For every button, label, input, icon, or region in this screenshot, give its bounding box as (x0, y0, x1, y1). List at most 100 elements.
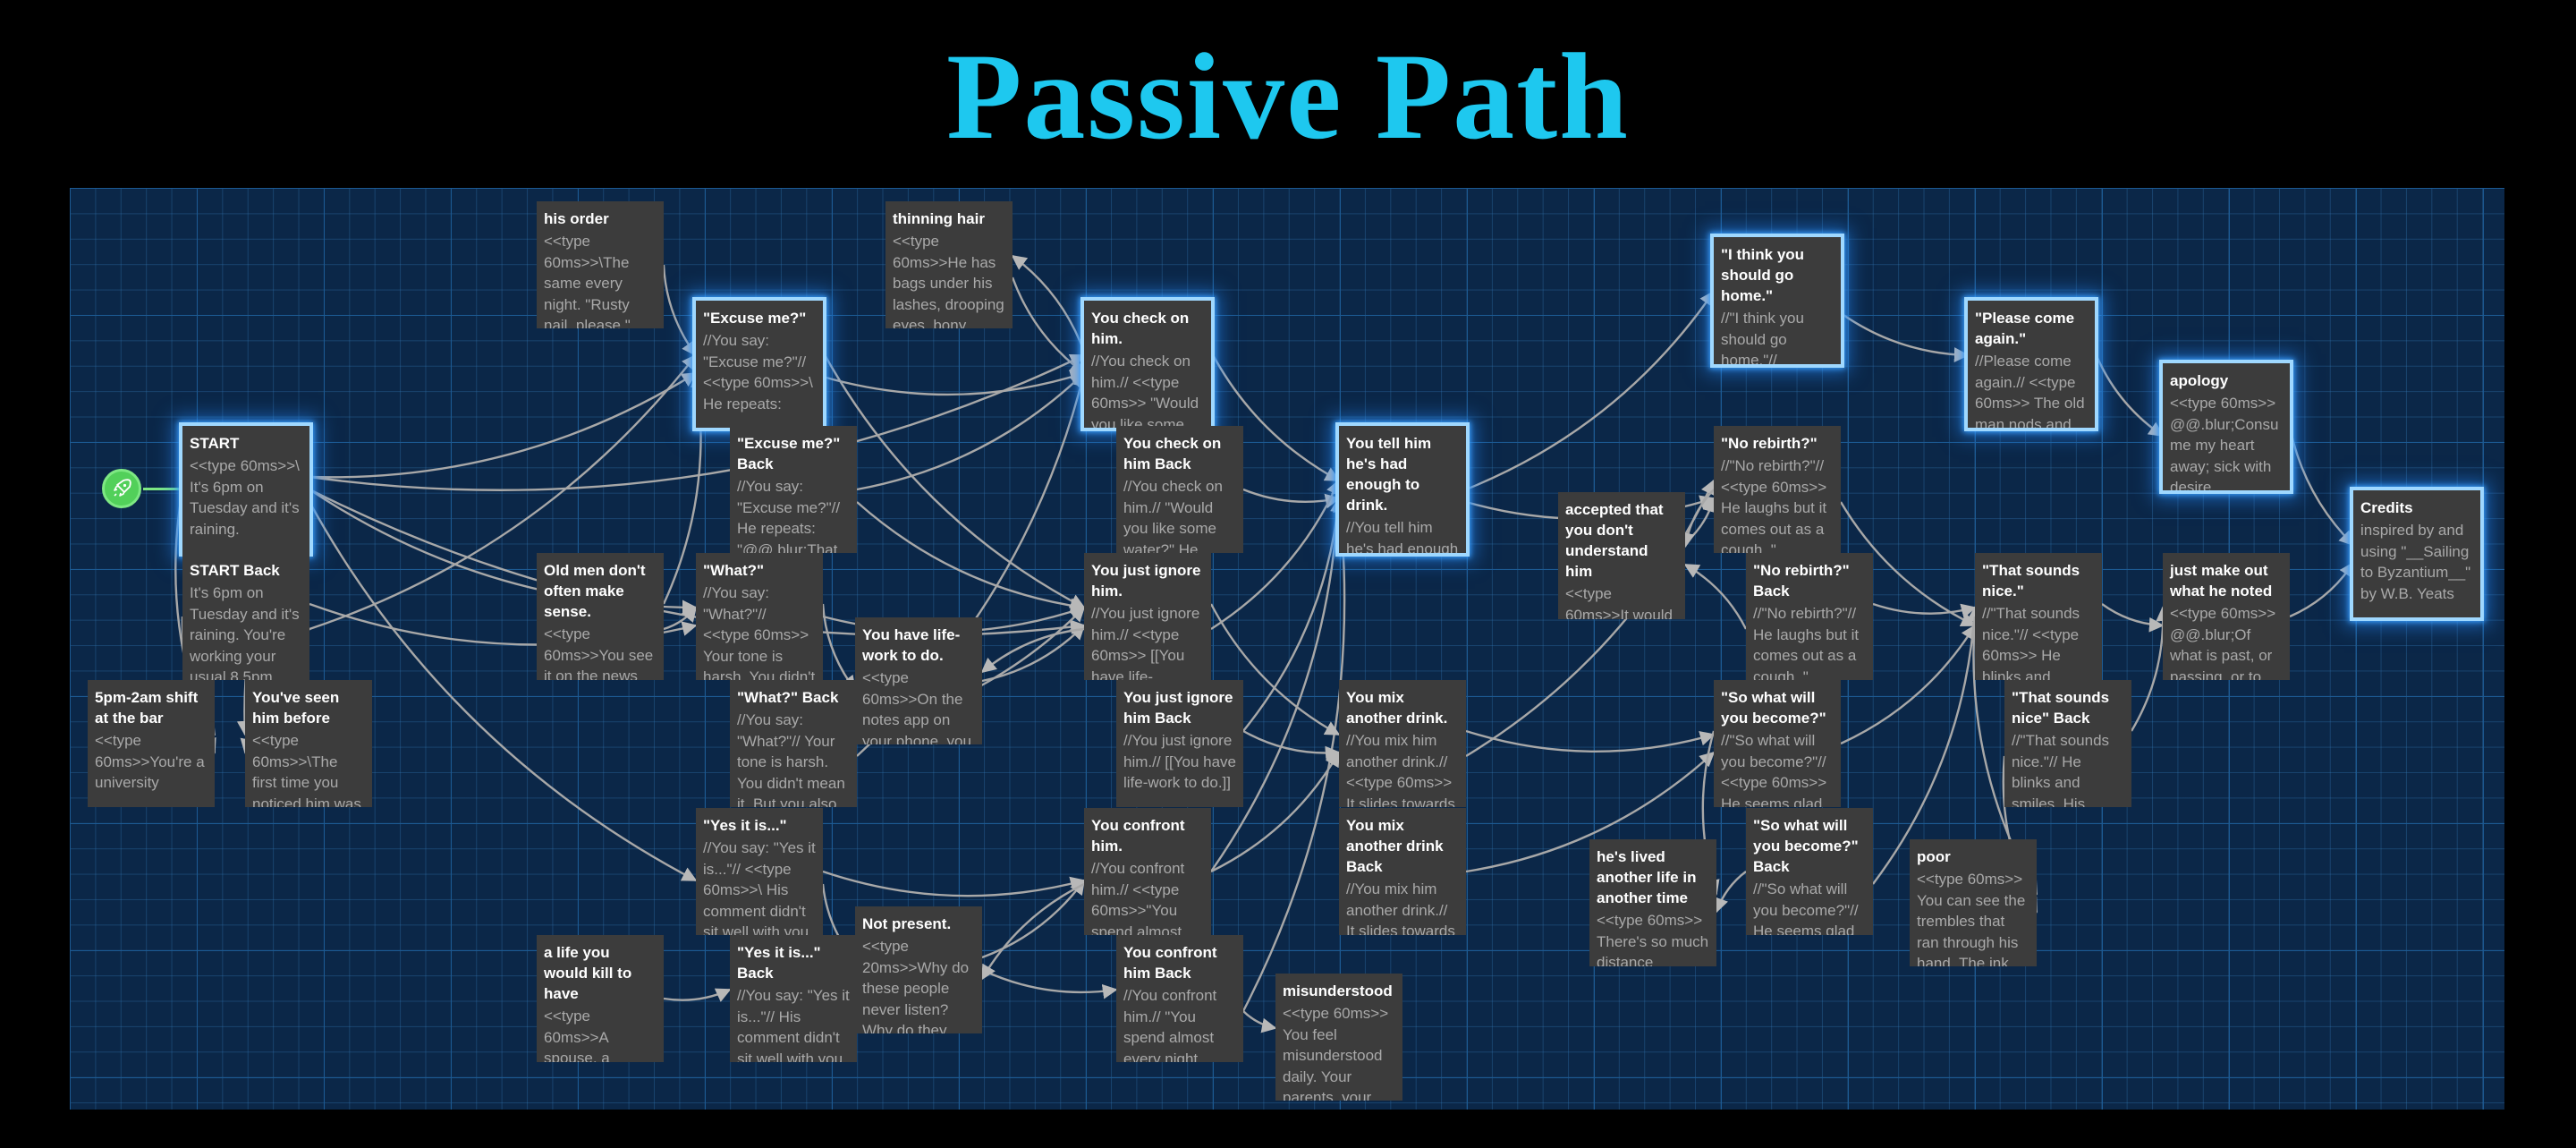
link-life-kill-to-yes-it-is-back (663, 988, 732, 1002)
passage-excerpt: <<type 60ms>>\The same every night. "Rus… (544, 233, 631, 328)
passage-links (174, 254, 2355, 1033)
link-confront-back-to-tell-him (1241, 497, 1348, 1012)
passage-excerpt: <<type 60ms>>It would help if they all (1565, 585, 1674, 619)
passage-excerpt: //You mix him another drink.// It slides… (1346, 880, 1455, 935)
passage-confront-back[interactable]: You confront him Back //You confront him.… (1116, 935, 1243, 1062)
passage-life-kill[interactable]: a life you would kill to have<<type 60ms… (537, 935, 664, 1062)
passage-title: You confront him Back (1123, 944, 1217, 982)
passage-title: "I think you should go home." (1721, 246, 1805, 304)
link-not-present-to-confront (981, 879, 1085, 959)
link-check-on-back-to-tell-him (1242, 488, 1341, 509)
passage-title: You just ignore him. (1091, 562, 1201, 600)
passage-not-present[interactable]: Not present.<<type 20ms>>Why do these pe… (855, 906, 982, 1033)
passage-poor[interactable]: poor<<type 60ms>> You can see the trembl… (1910, 839, 2037, 966)
passage-sounds-nice[interactable]: "That sounds nice."//"That sounds nice."… (1975, 553, 2102, 680)
passage-excuse-me[interactable]: "Excuse me?" //You say: "Excuse me?"// <<… (692, 297, 826, 431)
passage-apology[interactable]: apology<<type 60ms>> @@.blur;Consume my … (2159, 360, 2293, 494)
link-ignore-back-to-tell-him (1242, 497, 1345, 732)
link-ignore-back-to-mix-another (1242, 729, 1341, 761)
passage-lived-another[interactable]: he's lived another life in another time<… (1589, 839, 1716, 966)
passage-thinning-hair[interactable]: thinning hair<<type 60ms>>He has bags un… (886, 201, 1013, 328)
passage-title: 5pm-2am shift at the bar (95, 689, 199, 727)
passage-what-back[interactable]: "What?" Back//You say: "What?"// Your to… (730, 680, 857, 807)
passage-excerpt: //You confront him.// <<type 60ms>>"You … (1091, 860, 1185, 935)
passage-excerpt: //"I think you should go home."// (1721, 310, 1804, 364)
link-excuse-me-to-check-on (822, 370, 1086, 396)
passage-his-order[interactable]: his order<<type 60ms>>\The same every ni… (537, 201, 664, 328)
passage-start[interactable]: START<<type 60ms>>\ It's 6pm on Tuesday … (179, 422, 313, 557)
passage-title: "No rebirth?" Back (1753, 562, 1850, 600)
passage-title: poor (1917, 848, 1951, 865)
passage-title: You just ignore him Back (1123, 689, 1233, 727)
passage-make-out[interactable]: just make out what he noted<<type 60ms>>… (2163, 553, 2290, 680)
passage-excerpt: //"That sounds nice."// <<type 60ms>> He… (1982, 605, 2080, 680)
link-his-order-to-excuse-me (662, 264, 697, 357)
passage-title: misunderstood (1283, 982, 1393, 999)
passage-check-on[interactable]: You check on him.//You check on him.// <… (1080, 297, 1215, 431)
passage-title: "That sounds nice" Back (2012, 689, 2110, 727)
link-so-what-back-to-lived-another (1714, 871, 1747, 914)
passage-excerpt: <<type 60ms>> @@.blur;Consume my heart a… (2170, 395, 2279, 490)
passage-title: "Yes it is..." Back (737, 944, 821, 982)
passage-excuse-me-back[interactable]: "Excuse me?" Back//You say: "Excuse me?"… (730, 426, 857, 553)
link-start-back-to-excuse-me (309, 353, 698, 631)
start-connector (143, 488, 182, 490)
passage-old-men[interactable]: Old men don't often make sense.<<type 60… (537, 553, 664, 680)
link-yes-it-is-to-confront (822, 870, 1086, 897)
link-go-home-to-please-come (1840, 312, 1970, 362)
passage-title: "Excuse me?" (703, 310, 807, 327)
passage-sounds-nice-back[interactable]: "That sounds nice" Back//"That sounds ni… (2004, 680, 2131, 807)
passage-what[interactable]: "What?"//You say: "What?"// <<type 60ms>… (696, 553, 823, 680)
passage-title: You have life-work to do. (862, 626, 961, 664)
passage-title: You mix another drink. (1346, 689, 1448, 727)
passage-please-come[interactable]: "Please come again."//Please come again.… (1964, 297, 2098, 431)
link-excuse-me-to-ignore (821, 351, 1086, 609)
passage-accepted[interactable]: accepted that you don't understand him<<… (1558, 492, 1685, 619)
link-ignore-to-life-work (980, 627, 1085, 674)
passage-excerpt: inspired by and using "__Sailing to Byza… (2360, 522, 2471, 602)
passage-confront[interactable]: You confront him.//You confront him.// <… (1084, 808, 1211, 935)
passage-excerpt: <<type 60ms>>You're a university (95, 732, 205, 791)
passage-life-work[interactable]: You have life-work to do.<<type 60ms>>On… (855, 617, 982, 744)
passage-excerpt: //You say: "Excuse me?"// <<type 60ms>>\… (703, 332, 813, 412)
passage-title: "So what will you become?" (1721, 689, 1826, 727)
passage-credits[interactable]: Credits inspired by and using "__Sailing … (2350, 487, 2484, 621)
passage-misunderstood[interactable]: misunderstood <<type 60ms>> You feel misu… (1275, 974, 1402, 1101)
passage-excerpt: //You confront him.// "You spend almost … (1123, 987, 1217, 1062)
link-confront-to-mix-another (1210, 751, 1341, 873)
passage-go-home[interactable]: "I think you should go home." //"I think … (1710, 234, 1844, 368)
passage-excerpt: //You say: "What?"// Your tone is harsh.… (737, 711, 845, 807)
passage-title: START (190, 435, 240, 452)
passage-so-what[interactable]: "So what will you become?"//"So what wil… (1714, 680, 1841, 807)
passage-mix-another-back[interactable]: You mix another drink Back//You mix him … (1339, 808, 1466, 935)
link-so-what-to-sounds-nice (1840, 624, 1977, 745)
passage-title: "No rebirth?" (1721, 435, 1818, 452)
passage-title: You check on him. (1091, 310, 1190, 347)
passage-excerpt: <<type 60ms>> You feel misunderstood dai… (1283, 1005, 1389, 1101)
passage-yes-it-is[interactable]: "Yes it is..."//You say: "Yes it is..."/… (696, 808, 823, 935)
passage-title: Credits (2360, 499, 2413, 516)
passage-excerpt: //"So what will you become?"// He seems … (1753, 880, 1859, 935)
passage-excerpt: <<type 20ms>>Why do these people never l… (862, 938, 970, 1033)
passage-no-rebirth-back[interactable]: "No rebirth?" Back//"No rebirth?"// He l… (1746, 553, 1873, 680)
passage-title: START Back (190, 562, 280, 579)
passage-no-rebirth[interactable]: "No rebirth?"//"No rebirth?"// <<type 60… (1714, 426, 1841, 553)
link-no-rebirth-to-sounds-nice (1839, 501, 1977, 627)
passage-shift[interactable]: 5pm-2am shift at the bar <<type 60ms>>You… (88, 680, 215, 807)
passage-seen-him[interactable]: You've seen him before<<type 60ms>>\The … (245, 680, 372, 807)
passage-mix-another[interactable]: You mix another drink.//You mix him anot… (1339, 680, 1466, 807)
link-sounds-nice-to-make-out (2101, 603, 2165, 633)
passage-check-on-back[interactable]: You check on him Back//You check on him.… (1116, 426, 1243, 553)
link-no-rebirth-back-to-accepted (1683, 563, 1748, 630)
passage-tell-him[interactable]: You tell him he's had enough to drink.//… (1335, 422, 1470, 557)
passage-yes-it-is-back[interactable]: "Yes it is..." Back //You say: "Yes it is… (730, 935, 857, 1062)
passage-title: "What?" (703, 562, 765, 579)
story-map-canvas[interactable]: START<<type 60ms>>\ It's 6pm on Tuesday … (70, 188, 2504, 1110)
passage-so-what-back[interactable]: "So what will you become?" Back//"So wha… (1746, 808, 1873, 935)
passage-ignore[interactable]: You just ignore him. //You just ignore hi… (1084, 553, 1211, 680)
passage-excerpt: //You say: "Yes it is..."// His comment … (737, 987, 850, 1062)
rocket-icon[interactable] (102, 469, 141, 508)
passage-ignore-back[interactable]: You just ignore him Back//You just ignor… (1116, 680, 1243, 807)
passage-excerpt: //You just ignore him.// <<type 60ms>> [… (1091, 605, 1200, 680)
